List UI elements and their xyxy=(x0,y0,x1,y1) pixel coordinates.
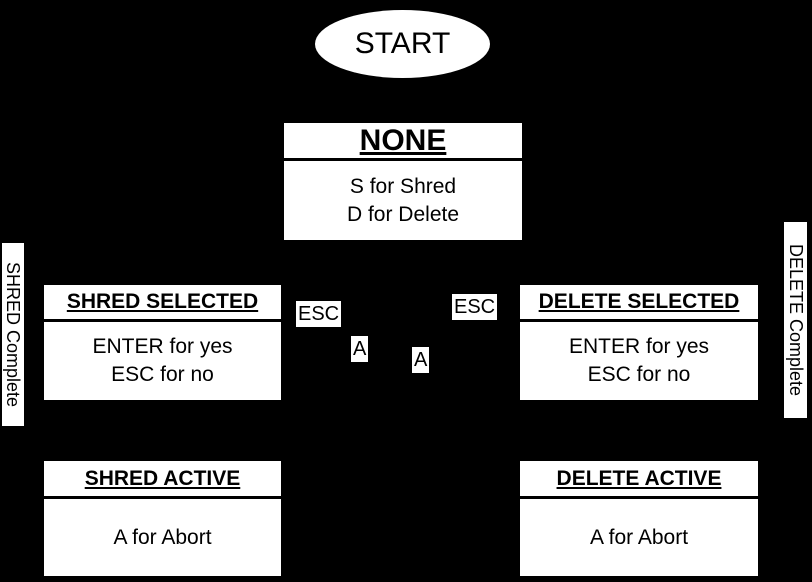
state-delete-selected-body: ENTER for yes ESC for no xyxy=(520,322,758,400)
start-node: START xyxy=(315,10,490,78)
state-delete-selected-line: ENTER for yes xyxy=(568,335,710,358)
side-label-delete-complete: DELETE Complete xyxy=(784,222,807,418)
edge-label-a-right: A xyxy=(412,347,430,373)
state-none: NONE S for Shred D for Delete xyxy=(284,123,522,240)
state-none-title: NONE xyxy=(284,123,522,161)
state-shred-active-title: SHRED ACTIVE xyxy=(44,461,281,499)
state-delete-active-line: A for Abort xyxy=(589,525,689,549)
edge-label-esc-right: ESC xyxy=(452,294,498,320)
state-delete-active-title: DELETE ACTIVE xyxy=(520,461,758,499)
edge-label-esc-left: ESC xyxy=(296,301,342,327)
state-delete-selected-title: DELETE SELECTED xyxy=(520,285,758,322)
state-delete-selected-line: ESC for no xyxy=(587,363,691,386)
state-shred-active: SHRED ACTIVE A for Abort xyxy=(44,461,281,576)
state-shred-active-body: A for Abort xyxy=(44,499,281,576)
side-label-shred-complete-text: SHRED Complete xyxy=(3,261,23,408)
state-delete-active-body: A for Abort xyxy=(520,499,758,576)
edge-label-a-left: A xyxy=(351,336,369,362)
state-none-line: D for Delete xyxy=(346,202,460,226)
side-label-delete-complete-text: DELETE Complete xyxy=(786,243,806,397)
state-shred-selected-line: ESC for no xyxy=(111,363,214,386)
state-shred-selected-line: ENTER for yes xyxy=(92,335,233,358)
state-delete-active: DELETE ACTIVE A for Abort xyxy=(520,461,758,576)
state-none-body: S for Shred D for Delete xyxy=(284,161,522,240)
state-shred-selected-title: SHRED SELECTED xyxy=(44,285,281,322)
state-none-line: S for Shred xyxy=(349,174,457,198)
state-delete-selected: DELETE SELECTED ENTER for yes ESC for no xyxy=(520,285,758,400)
state-shred-active-line: A for Abort xyxy=(113,525,212,549)
side-label-shred-complete: SHRED Complete xyxy=(2,243,24,426)
state-shred-selected-body: ENTER for yes ESC for no xyxy=(44,322,281,400)
state-shred-selected: SHRED SELECTED ENTER for yes ESC for no xyxy=(44,285,281,400)
